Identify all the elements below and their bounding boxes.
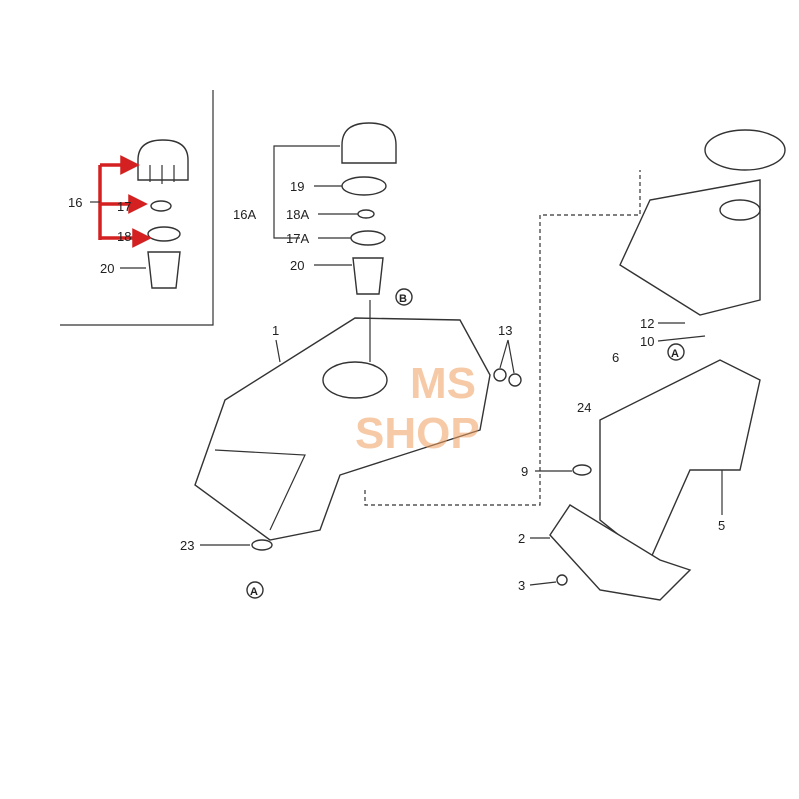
guard-2 — [549, 504, 692, 601]
washer-18a — [357, 209, 375, 219]
ref-a-right-circle — [667, 343, 685, 361]
bracket-5 — [599, 359, 761, 562]
label-12: 12 — [640, 316, 654, 331]
label-16: 16 — [68, 195, 82, 210]
nut-13a — [493, 368, 507, 382]
label-17a: 17A — [286, 231, 309, 246]
nut-13b — [508, 373, 522, 387]
inset-frame — [60, 90, 214, 326]
ref-b: B — [399, 293, 407, 305]
watermark-ms: MS — [410, 359, 476, 408]
gasket-19 — [341, 176, 387, 196]
ref-b-circle — [395, 288, 413, 306]
label-18: 18 — [117, 229, 131, 244]
label-16a: 16A — [233, 207, 256, 222]
label-5: 5 — [718, 518, 725, 533]
inset-cap-gasket — [150, 200, 172, 212]
filler-opening — [322, 361, 388, 399]
label-2: 2 — [518, 531, 525, 546]
seal-17a — [350, 230, 386, 246]
label-1: 1 — [272, 323, 279, 338]
label-10: 10 — [640, 334, 654, 349]
screw-3 — [556, 574, 568, 586]
label-3: 3 — [518, 578, 525, 593]
label-17: 17 — [117, 199, 131, 214]
label-9: 9 — [521, 464, 528, 479]
label-23: 23 — [180, 538, 194, 553]
grommet-9 — [572, 464, 592, 476]
tank-ring — [704, 129, 786, 171]
label-13: 13 — [498, 323, 512, 338]
label-6: 6 — [612, 350, 619, 365]
label-20: 20 — [290, 258, 304, 273]
tank-cover — [194, 317, 491, 541]
watermark-shop: SHOP — [355, 409, 480, 458]
inset-fuel-cap — [137, 139, 189, 184]
inset-strainer — [147, 251, 181, 289]
ref-a-bottom: A — [250, 586, 258, 598]
tank-neck — [719, 199, 761, 221]
label-20-inset: 20 — [100, 261, 114, 276]
grommet-23 — [251, 539, 273, 551]
ref-a-right: A — [671, 348, 679, 360]
label-19: 19 — [290, 179, 304, 194]
label-24: 24 — [577, 400, 591, 415]
strainer-20 — [352, 257, 384, 295]
ref-a-bottom-circle — [246, 581, 264, 599]
label-18a: 18A — [286, 207, 309, 222]
fuel-cap — [341, 122, 397, 164]
inset-seal-ring — [147, 226, 181, 242]
